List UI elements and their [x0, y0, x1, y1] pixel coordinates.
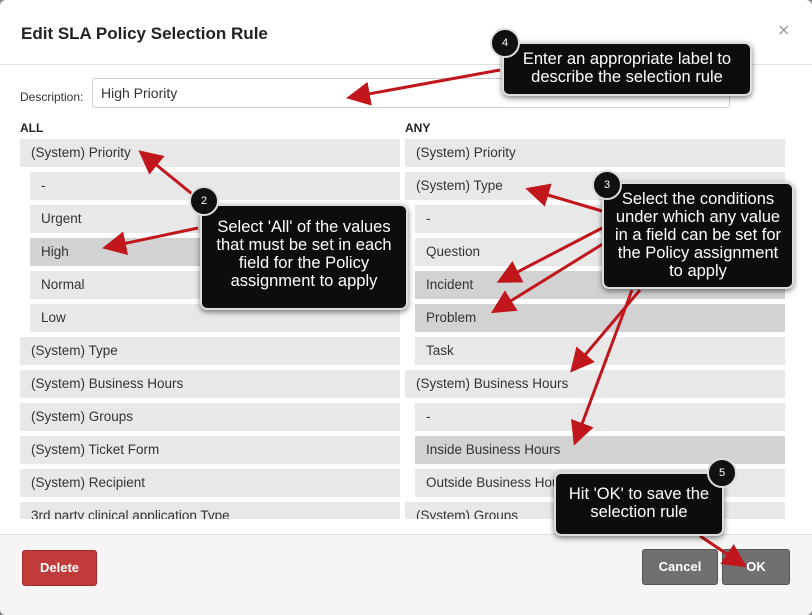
all-column-header: ALL: [20, 121, 44, 135]
arrow-5-ok: [699, 534, 747, 568]
condition-field-group[interactable]: (System) Groups: [20, 403, 400, 431]
delete-button[interactable]: Delete: [22, 550, 97, 586]
callout-3-badge: 3: [592, 170, 622, 200]
close-icon[interactable]: ×: [777, 20, 791, 39]
condition-value-option[interactable]: Problem: [415, 304, 785, 332]
callout-4-text: Enter an appropriate label to describe t…: [522, 50, 732, 86]
callout-4: Enter an appropriate label to describe t…: [502, 42, 752, 96]
arrow-3-problem: [490, 240, 607, 314]
condition-field-group[interactable]: (System) Business Hours: [20, 370, 400, 398]
condition-field-group[interactable]: (System) Priority: [405, 139, 785, 167]
callout-2: Select 'All' of the values that must be …: [200, 204, 408, 310]
callout-5-badge: 5: [707, 458, 737, 488]
arrow-3-inside-hours: [571, 289, 634, 446]
arrow-3-incident: [496, 224, 607, 283]
arrow-3-type: [525, 183, 603, 213]
any-column-header: ANY: [405, 121, 431, 135]
callout-2-badge: 2: [189, 186, 219, 216]
dialog-title: Edit SLA Policy Selection Rule: [21, 24, 268, 43]
arrow-2-priority: [138, 150, 198, 200]
arrow-4-description: [346, 68, 501, 106]
description-label: Description:: [20, 90, 84, 104]
condition-value-option[interactable]: Task: [415, 337, 785, 365]
dialog-header: Edit SLA Policy Selection Rule ×: [0, 0, 812, 65]
callout-3: Select the conditions under which any va…: [602, 182, 794, 289]
condition-field-group[interactable]: (System) Ticket Form: [20, 436, 400, 464]
callout-3-text: Select the conditions under which any va…: [614, 190, 781, 280]
condition-value-option[interactable]: -: [415, 403, 785, 431]
condition-field-group[interactable]: 3rd party clinical application Type: [20, 502, 400, 519]
arrow-2-high: [102, 226, 199, 256]
arrow-3-business-hours: [570, 289, 642, 373]
condition-field-group[interactable]: (System) Recipient: [20, 469, 400, 497]
callout-5: Hit 'OK' to save the selection rule: [554, 472, 724, 536]
callout-5-text: Hit 'OK' to save the selection rule: [568, 485, 710, 521]
condition-field-group[interactable]: (System) Type: [20, 337, 400, 365]
condition-field-group[interactable]: (System) Priority: [20, 139, 400, 167]
cancel-button[interactable]: Cancel: [642, 549, 718, 585]
callout-2-text: Select 'All' of the values that must be …: [216, 218, 392, 290]
callout-4-badge: 4: [490, 28, 520, 58]
